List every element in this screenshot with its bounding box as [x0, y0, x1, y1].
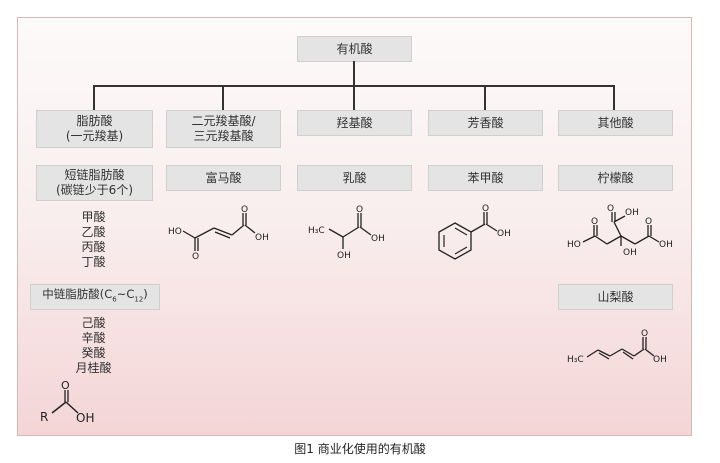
list-item: 癸酸	[81, 346, 106, 360]
lactic-acid-structure: H₃C OH O OH	[308, 205, 385, 261]
atom-label: OH	[337, 251, 351, 261]
example-fumaric-acid: 富马酸	[166, 165, 281, 191]
atom-label: O	[241, 205, 248, 215]
category-label: 芳香酸	[467, 115, 504, 130]
short-chain-list: 甲酸 乙酸 丙酸 丁酸	[36, 210, 151, 270]
example-citric-acid: 柠檬酸	[558, 165, 673, 191]
category-other-acids: 其他酸	[558, 110, 673, 136]
list-item: 己酸	[81, 316, 106, 330]
atom-label: OH	[371, 234, 385, 244]
atom-label: HO	[168, 227, 182, 237]
root-label: 有机酸	[336, 41, 373, 56]
example-label: 柠檬酸	[597, 170, 634, 185]
short-chain-fatty-acids: 短链脂肪酸 (碳链少于6个)	[36, 165, 153, 201]
category-label: 羟基酸	[336, 115, 373, 130]
list-item: 甲酸	[81, 210, 106, 224]
branch-line-5	[613, 85, 615, 110]
branch-line-1	[93, 85, 95, 110]
atom-label: OH	[76, 411, 94, 425]
atom-label: OH	[659, 240, 673, 250]
category-label-line: 脂肪酸	[76, 114, 113, 128]
example-lactic-acid: 乳酸	[297, 165, 412, 191]
list-item: 辛酸	[81, 331, 106, 345]
citric-acid-structure: O OH OH O HO O OH	[567, 204, 673, 258]
atom-label: R	[40, 410, 48, 424]
atom-label: OH	[653, 355, 667, 365]
benzoic-acid-structure: O OH	[438, 204, 511, 260]
example-label: 苯甲酸	[467, 170, 504, 185]
list-item: 乙酸	[81, 225, 106, 239]
atom-label: O	[645, 217, 652, 227]
atom-label: O	[356, 205, 363, 215]
atom-label: O	[482, 204, 489, 214]
category-label-line: 二元羧基酸/	[191, 114, 256, 128]
atom-label: HO	[567, 240, 581, 250]
atom-label: OH	[625, 208, 639, 218]
list-item: 丙酸	[81, 240, 106, 254]
list-item: 丁酸	[81, 255, 106, 269]
example-benzoic-acid: 苯甲酸	[428, 165, 543, 191]
figure-caption: 图1 商业化使用的有机酸	[294, 442, 426, 456]
atom-label: O	[641, 329, 648, 339]
atom-label: H₃C	[308, 226, 325, 236]
root-node: 有机酸	[297, 36, 412, 62]
fumaric-acid-structure: HO O O OH	[168, 205, 269, 262]
subcategory-label-line: 短链脂肪酸	[64, 168, 125, 182]
category-aromatic-acids: 芳香酸	[428, 110, 543, 136]
category-label: 其他酸	[597, 115, 634, 130]
atom-label: OH	[255, 233, 269, 243]
list-item: 月桂酸	[75, 361, 112, 375]
atom-label: O	[591, 217, 598, 227]
medium-chain-fatty-acids: 中链脂肪酸(C6~C12)	[30, 284, 160, 310]
root-connector	[353, 61, 355, 86]
medium-chain-list: 己酸 辛酸 癸酸 月桂酸	[36, 316, 151, 376]
category-di-tricarboxylic-acids: 二元羧基酸/ 三元羧基酸	[166, 110, 281, 148]
medium-chain-label: 中链脂肪酸(C6~C12)	[42, 286, 148, 304]
sorbic-acid-structure: H₃C O OH	[567, 329, 667, 365]
atom-label: OH	[623, 248, 637, 258]
example-label: 富马酸	[205, 170, 242, 185]
subcategory-label-line: (碳链少于6个)	[56, 183, 133, 197]
branch-line-4	[484, 85, 486, 110]
category-label-line: (一元羧基)	[65, 129, 124, 143]
category-hydroxy-acids: 羟基酸	[297, 110, 412, 136]
atom-label: O	[61, 379, 70, 392]
branch-line-2	[222, 85, 224, 110]
example-label: 乳酸	[342, 170, 367, 185]
atom-label: H₃C	[567, 355, 584, 365]
category-fatty-acids: 脂肪酸 (一元羧基)	[36, 110, 153, 148]
branch-line-3	[353, 85, 355, 110]
atom-label: OH	[497, 229, 511, 239]
example-sorbic-acid: 山梨酸	[558, 284, 673, 310]
atom-label: O	[607, 204, 614, 214]
generic-fatty-acid-structure: R O OH	[40, 379, 94, 425]
example-label: 山梨酸	[597, 289, 634, 304]
atom-label: O	[192, 252, 199, 262]
category-label-line: 三元羧基酸	[193, 129, 254, 143]
